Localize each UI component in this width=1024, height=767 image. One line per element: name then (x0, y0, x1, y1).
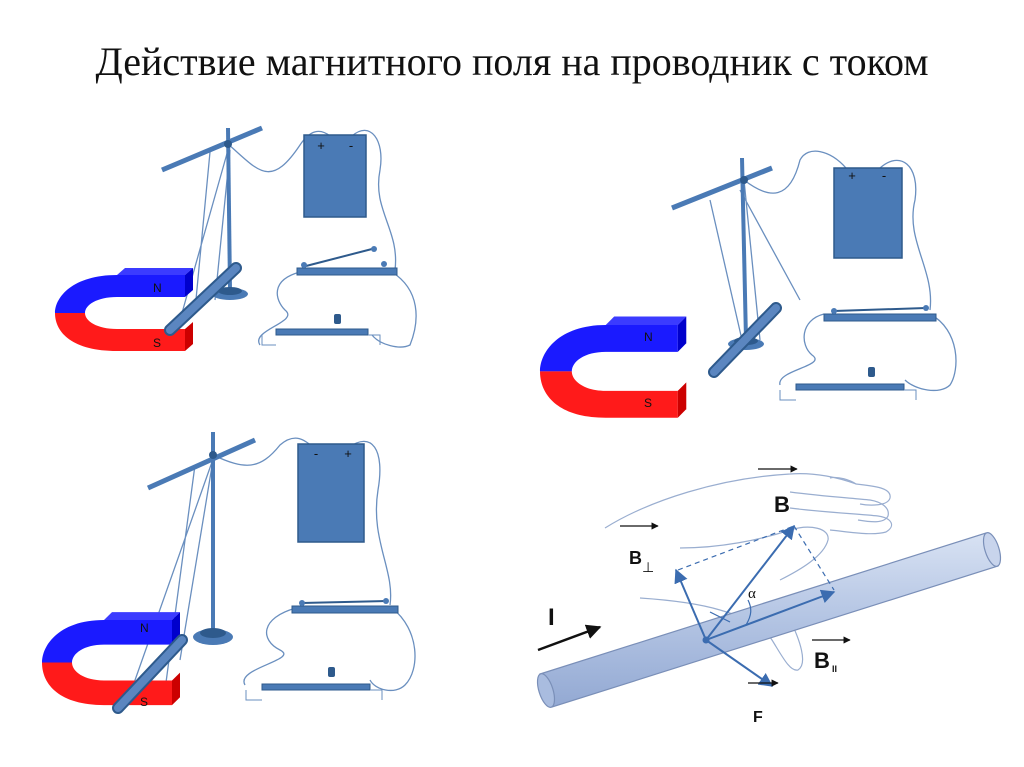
setup-1-north-label: N (153, 281, 162, 295)
setup-3-switch-icon (291, 598, 399, 614)
setup-1-terminal-right: - (349, 138, 353, 153)
setup-1-south-label: S (153, 336, 161, 350)
current-conductor-rod (536, 532, 1002, 708)
vectors (674, 524, 836, 687)
vector-origin (702, 636, 710, 644)
setup-2-north-label: N (644, 330, 653, 344)
right-hand-icon (604, 473, 893, 671)
current-label: I (548, 604, 555, 631)
setup-2-wires (709, 150, 957, 392)
setup-1-magnet-icon: N S (55, 268, 193, 351)
setup-2-rheostat-icon (779, 367, 917, 401)
setup-1-rheostat-icon (261, 314, 381, 346)
setup-2-switch-icon (823, 305, 937, 322)
setup-2-battery-icon: + - (833, 167, 903, 259)
field-label: B (774, 492, 790, 517)
field-perp-label: B (629, 548, 642, 568)
setup-3-rheostat-icon (245, 667, 383, 701)
setup-3-magnet-icon: N S (42, 612, 180, 709)
vector-b-par (705, 589, 836, 641)
setup-1-switch-icon (296, 246, 398, 276)
setup-1-battery-icon: + - (303, 134, 367, 218)
setup-2: + - N S (540, 150, 957, 418)
angle-arc (745, 599, 752, 626)
setup-3-terminal-right: + (344, 446, 352, 461)
setup-3-wires (127, 437, 416, 701)
setup-3-south-label: S (140, 695, 148, 709)
setup-2-terminal-right: - (882, 168, 886, 183)
vector-f (705, 639, 774, 687)
current-arrow (537, 624, 602, 652)
field-perp-mark: ⊥ (642, 559, 654, 575)
vector-diagram: I B B ⊥ B II F α (536, 465, 1002, 726)
field-par-label: B (814, 648, 830, 673)
force-label: F (753, 709, 763, 726)
setup-1-terminal-left: + (317, 138, 325, 153)
page-title: Действие магнитного поля на проводник с … (95, 39, 929, 84)
projection-right (793, 525, 835, 591)
setup-3: - + N S (42, 432, 416, 714)
vector-b (705, 524, 795, 641)
setup-3-terminal-left: - (314, 446, 318, 461)
projection-top (677, 525, 795, 571)
setup-3-battery-icon: - + (297, 443, 365, 543)
label-arrows (620, 465, 851, 687)
setup-3-north-label: N (140, 621, 149, 635)
setup-1-wires (179, 129, 417, 348)
angle-label: α (748, 586, 756, 602)
setup-2-magnet-icon: N S (540, 316, 687, 418)
setup-2-south-label: S (644, 396, 652, 410)
vector-b-perp (674, 568, 707, 641)
setup-2-terminal-left: + (848, 168, 856, 183)
setup-1: + - N S (55, 125, 417, 351)
setup-1-stand (161, 125, 263, 300)
setup-3-stand (146, 432, 257, 645)
field-par-mark: II (832, 664, 837, 674)
